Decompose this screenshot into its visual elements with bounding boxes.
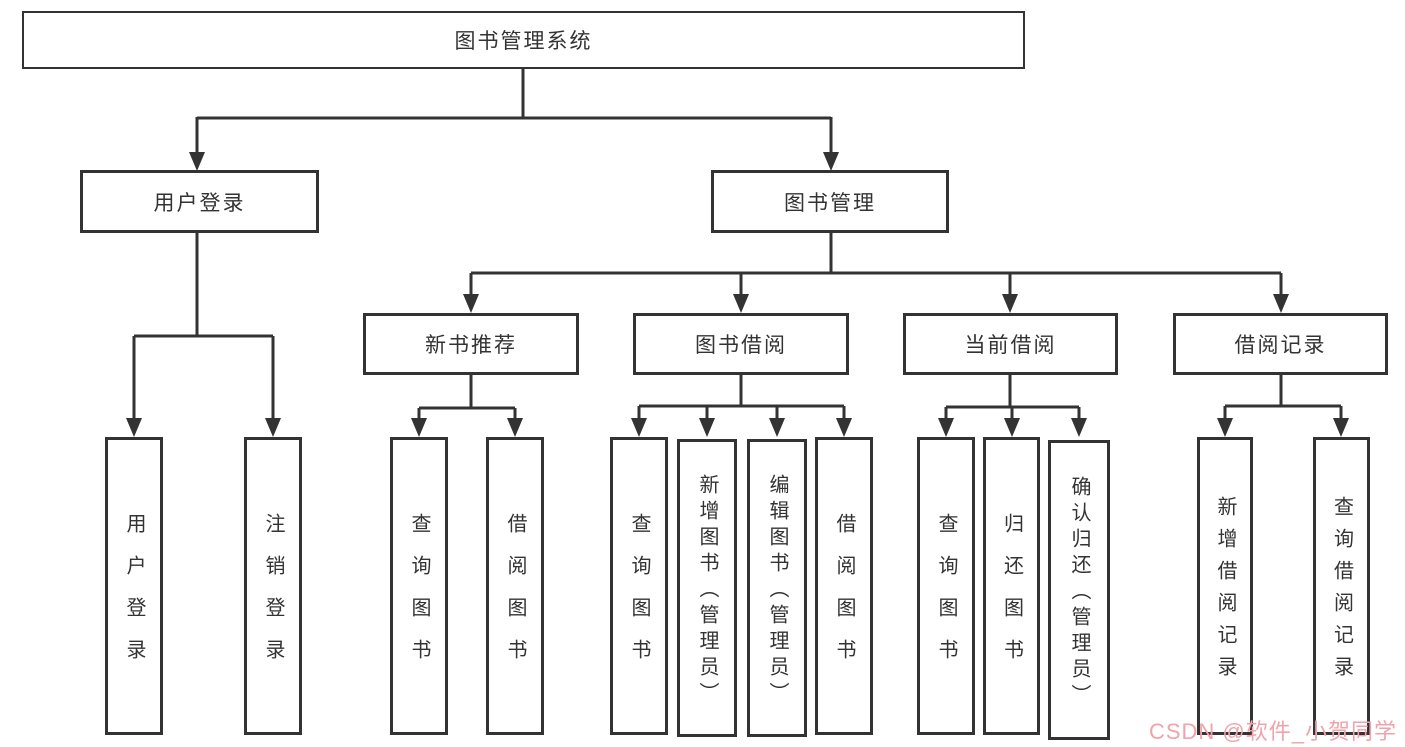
node-borrow-records: 借阅记录 xyxy=(1173,313,1388,375)
node-label: 新书推荐 xyxy=(425,334,517,357)
node-label: 借阅图书 xyxy=(504,513,526,681)
leaf-add-books-admin: 新增图书（管理员） xyxy=(677,439,737,737)
node-book-borrow: 图书借阅 xyxy=(633,313,849,375)
node-label: 注销登录 xyxy=(262,513,284,681)
leaf-borrow-books-recommend: 借阅图书 xyxy=(486,437,544,735)
connector-new-book-recommend-to-leaves xyxy=(411,375,523,437)
node-label: 借阅图书 xyxy=(833,513,855,681)
arrow-down-icon xyxy=(1002,294,1018,313)
arrow-down-icon xyxy=(733,294,749,313)
node-label: 用户登录 xyxy=(153,191,246,215)
node-label: 查询图书 xyxy=(935,513,957,681)
arrow-down-icon xyxy=(836,418,852,437)
leaf-add-borrow-record: 新增借阅记录 xyxy=(1197,437,1253,735)
node-label: 查询图书 xyxy=(628,513,650,681)
node-label: 图书管理 xyxy=(784,191,876,215)
connector-current-borrow-to-leaves xyxy=(938,375,1087,437)
node-label: 新增借阅记录 xyxy=(1214,496,1236,688)
node-label: 用户登录 xyxy=(123,513,145,681)
node-label: 借阅记录 xyxy=(1234,334,1327,357)
node-label: 新增图书（管理员） xyxy=(696,474,718,708)
leaf-query-books-recommend: 查询图书 xyxy=(390,437,448,735)
leaf-return-books: 归还图书 xyxy=(983,437,1040,735)
arrow-down-icon xyxy=(938,418,954,437)
node-label: 图书借阅 xyxy=(695,334,787,357)
arrow-down-icon xyxy=(631,418,647,437)
node-label: 确认归还（管理员） xyxy=(1068,476,1090,710)
node-current-borrow: 当前借阅 xyxy=(903,313,1118,375)
arrow-down-icon xyxy=(1004,418,1020,437)
arrow-down-icon xyxy=(1071,418,1087,437)
node-root-system: 图书管理系统 xyxy=(22,11,1025,69)
arrow-down-icon xyxy=(1273,294,1289,313)
arrow-down-icon xyxy=(126,418,142,437)
node-label: 查询借阅记录 xyxy=(1330,496,1353,688)
connector-user-login-to-leaves xyxy=(126,233,281,437)
leaf-confirm-return-admin: 确认归还（管理员） xyxy=(1048,440,1110,740)
connector-borrow-records-to-leaves xyxy=(1217,375,1349,437)
arrow-down-icon xyxy=(463,294,479,313)
node-book-management: 图书管理 xyxy=(711,170,949,233)
node-new-book-recommend: 新书推荐 xyxy=(363,313,579,375)
node-label: 图书管理系统 xyxy=(454,30,593,53)
leaf-query-books-borrow: 查询图书 xyxy=(610,437,668,735)
arrow-down-icon xyxy=(1217,418,1233,437)
leaf-borrow-books: 借阅图书 xyxy=(815,437,873,735)
leaf-query-books-current: 查询图书 xyxy=(917,437,975,735)
node-label: 当前借阅 xyxy=(964,334,1057,357)
arrow-down-icon xyxy=(411,418,427,437)
arrow-down-icon xyxy=(507,418,523,437)
arrow-down-icon xyxy=(769,418,785,437)
arrow-down-icon xyxy=(823,152,839,171)
node-label: 编辑图书（管理员） xyxy=(766,474,788,708)
leaf-user-login: 用户登录 xyxy=(105,437,163,735)
arrow-down-icon xyxy=(265,418,281,437)
node-label: 归还图书 xyxy=(1000,513,1023,681)
arrow-down-icon xyxy=(1333,418,1349,437)
csdn-watermark: CSDN @软件_小贺同学 xyxy=(1148,719,1397,744)
connector-book-mgmt-to-level3 xyxy=(463,233,1289,313)
leaf-edit-books-admin: 编辑图书（管理员） xyxy=(747,439,807,737)
connector-root-to-level2 xyxy=(189,68,839,171)
node-user-login: 用户登录 xyxy=(80,170,319,233)
connector-book-borrow-to-leaves xyxy=(631,375,852,437)
leaf-query-borrow-record: 查询借阅记录 xyxy=(1313,437,1370,735)
leaf-logout: 注销登录 xyxy=(244,437,302,735)
node-label: 查询图书 xyxy=(408,513,430,681)
arrow-down-icon xyxy=(699,418,715,437)
arrow-down-icon xyxy=(189,152,205,171)
